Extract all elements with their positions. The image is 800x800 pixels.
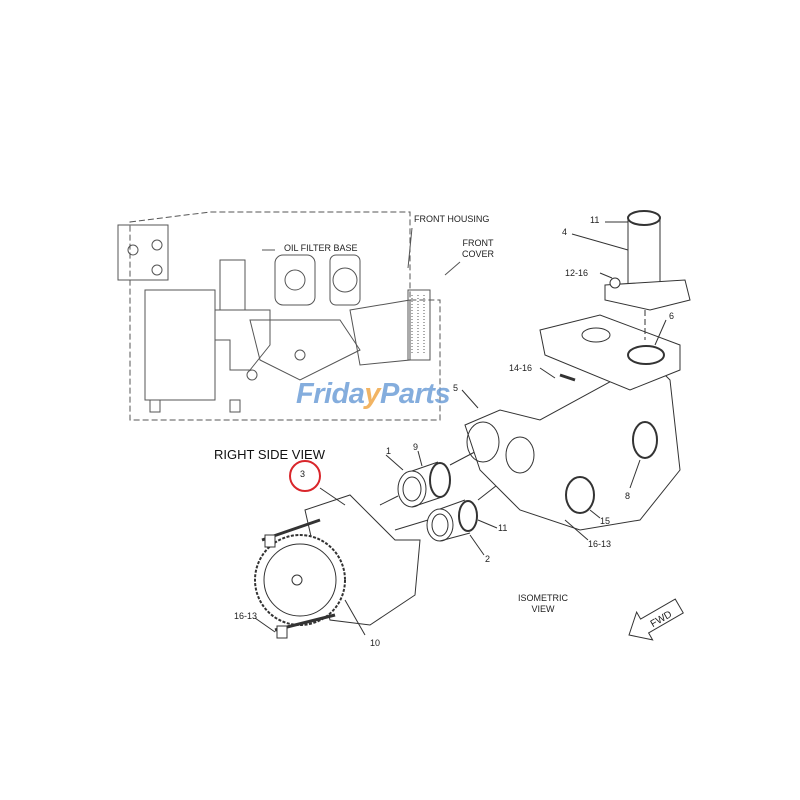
right-side-view-engine	[117, 211, 461, 421]
callout-3: 3	[300, 469, 306, 479]
highlight-circle	[289, 460, 321, 492]
callout-2: 2	[485, 554, 491, 564]
callout-11-low: 11	[498, 523, 508, 533]
callout-14-16: 14-16	[509, 363, 533, 373]
oil-pump	[254, 487, 421, 639]
callout-5: 5	[453, 383, 459, 393]
callout-4: 4	[562, 227, 568, 237]
callout-12-16: 12-16	[565, 268, 589, 278]
callout-6: 6	[669, 311, 675, 321]
label-front-housing: FRONT HOUSING	[414, 214, 490, 224]
callout-16-13-right: 16-13	[588, 539, 612, 549]
callout-11-top: 11	[590, 215, 600, 225]
label-right-side-view: RIGHT SIDE VIEW	[214, 447, 325, 462]
callout-10: 10	[370, 638, 381, 648]
elbow-4	[571, 210, 691, 346]
housing-5	[461, 314, 681, 541]
callout-16-13-left: 16-13	[234, 611, 258, 621]
label-isometric-line1: ISOMETRIC	[517, 593, 568, 603]
label-front-cover-line1: FRONT	[462, 238, 494, 248]
callout-1: 1	[386, 446, 392, 456]
label-isometric-line2: VIEW	[531, 604, 555, 614]
callout-8: 8	[625, 491, 631, 501]
watermark-logo: FridayParts	[296, 378, 451, 410]
fwd-arrow-icon	[628, 598, 684, 641]
callout-15: 15	[600, 516, 611, 526]
label-front-cover-line2: COVER	[462, 249, 495, 259]
label-oil-filter-base: OIL FILTER BASE	[284, 243, 358, 253]
callout-9: 9	[413, 442, 419, 452]
